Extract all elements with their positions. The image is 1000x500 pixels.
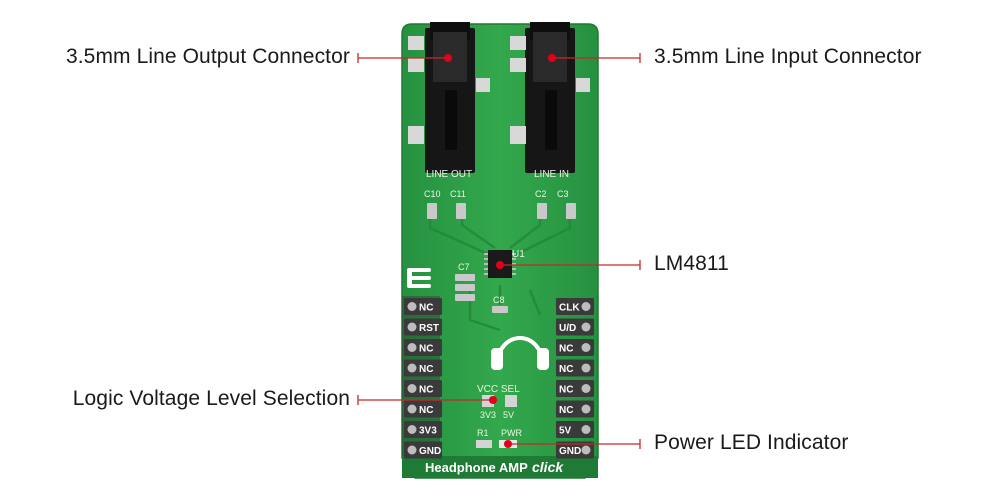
callout-leaders — [357, 53, 641, 449]
jumper-5v — [505, 395, 517, 407]
line-in-jack — [510, 22, 590, 173]
left-pin-label: NC — [419, 364, 433, 375]
left-pin-label: NC — [419, 344, 433, 355]
left-pin-8: GND — [404, 441, 442, 459]
left-pin-label: NC — [419, 385, 433, 396]
board-brand: click — [532, 459, 564, 475]
silk-r1: R1 — [477, 428, 489, 438]
silk-line-out: LINE OUT — [426, 169, 472, 180]
callout-ic: LM4811 — [654, 252, 729, 275]
left-pin-label: GND — [419, 446, 441, 457]
silk-c2: C2 — [535, 189, 547, 199]
silk-u1: U1 — [512, 249, 525, 260]
callout-logic-level: Logic Voltage Level Selection — [72, 387, 350, 410]
right-pin-label: CLK — [559, 303, 580, 314]
right-pin-1: CLK — [556, 298, 594, 315]
silk-c8: C8 — [493, 295, 505, 305]
silk-c3: C3 — [557, 189, 569, 199]
marker-power-led — [504, 440, 512, 448]
silk-vcc-sel: VCC SEL — [477, 384, 520, 395]
marker-ic — [496, 261, 504, 269]
right-pin-8: GND — [556, 441, 594, 459]
callout-line-output: 3.5mm Line Output Connector — [65, 45, 350, 68]
left-pin-label: 3V3 — [419, 426, 437, 437]
callout-line-input: 3.5mm Line Input Connector — [654, 45, 922, 68]
marker-line-out — [444, 54, 452, 62]
left-pin-2: RST — [404, 318, 442, 336]
left-pin-5: NC — [404, 380, 442, 397]
mikroe-logo — [407, 268, 431, 288]
right-pin-6: NC — [556, 400, 594, 418]
title-strip — [402, 456, 598, 478]
capacitor-c7 — [455, 274, 475, 301]
right-pin-label: GND — [559, 446, 581, 457]
capacitors-top — [427, 203, 576, 219]
left-pin-label: NC — [419, 405, 433, 416]
right-pin-label: U/D — [559, 323, 576, 334]
board-title: Headphone AMP — [425, 460, 528, 475]
right-pin-label: NC — [559, 364, 573, 375]
right-pin-label: 5V — [559, 426, 572, 437]
marker-logic-level — [489, 396, 497, 404]
silk-pwr: PWR — [501, 428, 522, 438]
left-pin-4: NC — [404, 359, 442, 377]
capacitor-c8 — [492, 306, 508, 313]
right-pin-label: NC — [559, 344, 573, 355]
silk-line-in: LINE IN — [534, 169, 569, 180]
callout-markers — [444, 54, 556, 448]
left-pin-3: NC — [404, 339, 442, 356]
left-pin-label: NC — [419, 303, 433, 314]
callout-power-led: Power LED Indicator — [654, 431, 849, 454]
right-pin-7: 5V — [556, 421, 594, 438]
right-pin-5: NC — [556, 380, 594, 397]
resistor-r1 — [476, 440, 492, 448]
left-pin-1: NC — [404, 298, 442, 315]
marker-line-in — [548, 54, 556, 62]
headphone-icon — [491, 336, 549, 370]
silk-c10: C10 — [424, 189, 441, 199]
ic-u1 — [484, 250, 516, 278]
left-pin-6: NC — [404, 400, 442, 418]
right-pin-3: NC — [556, 339, 594, 356]
silk-3v3: 3V3 — [480, 410, 496, 420]
right-pin-label: NC — [559, 385, 573, 396]
right-pin-label: NC — [559, 405, 573, 416]
silk-c11: C11 — [450, 189, 466, 199]
silk-c7: C7 — [458, 262, 470, 272]
line-out-jack — [408, 22, 490, 173]
right-pin-2: U/D — [556, 318, 594, 336]
left-pin-7: 3V3 — [404, 421, 442, 438]
silk-5v: 5V — [503, 410, 514, 420]
left-pin-label: RST — [419, 323, 439, 334]
right-pin-4: NC — [556, 359, 594, 377]
